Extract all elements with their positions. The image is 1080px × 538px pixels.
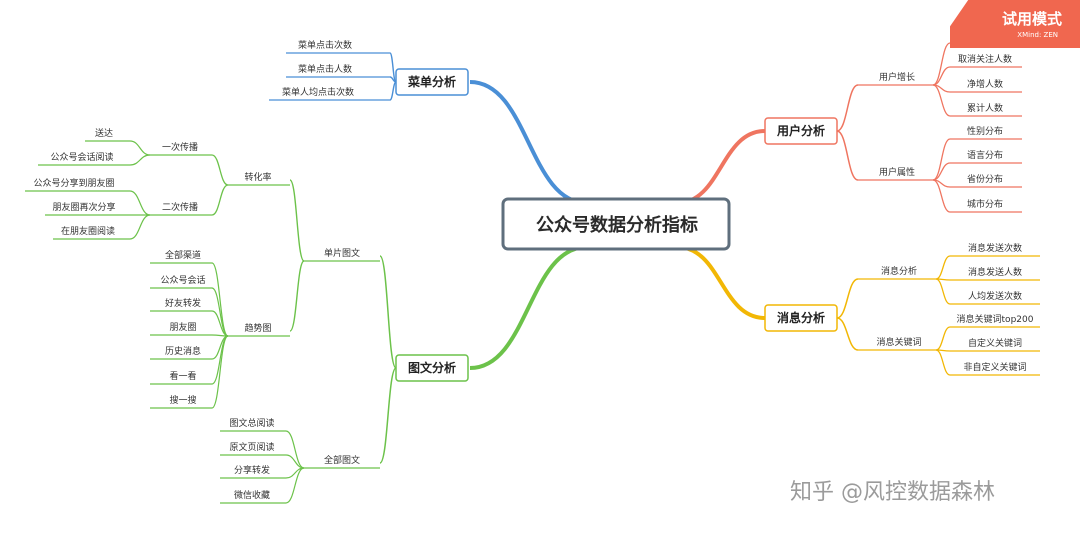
menu-branch[interactable]: 菜单分析 [395,68,469,96]
trend-item[interactable]: 朋友圈 [169,321,196,333]
connector-line [211,310,229,337]
message-group[interactable]: 消息分析 [881,265,917,277]
user-branch-label: 用户分析 [776,123,825,138]
article-branch[interactable]: 图文分析 [395,354,469,382]
connector-line [129,154,151,166]
connector-line [932,84,951,117]
connector-line [932,162,951,181]
connector-line [211,287,229,337]
article-single[interactable]: 单片图文 [324,247,360,259]
user-group[interactable]: 用户增长 [879,71,915,83]
trend-item[interactable]: 公众号会话 [160,274,205,286]
user-item[interactable]: 净增人数 [967,78,1003,90]
all-article-item[interactable]: 分享转发 [234,464,270,476]
connector-line [676,129,766,205]
connector-line [211,154,229,186]
connector-line [836,317,859,351]
trend-item[interactable]: 全部渠道 [165,249,201,261]
trend-item[interactable]: 好友转发 [165,297,201,309]
connector-line [836,130,859,181]
message-branch[interactable]: 消息分析 [764,304,838,332]
propagation-item[interactable]: 在朋友圈阅读 [61,225,115,237]
user-item[interactable]: 累计人数 [967,102,1003,114]
all-article-item[interactable]: 微信收藏 [234,489,270,501]
trend-item[interactable]: 看一看 [169,370,196,382]
message-item[interactable]: 非自定义关键词 [963,361,1026,373]
connector-line [289,179,305,262]
menu-item[interactable]: 菜单点击人数 [298,63,352,75]
user-item[interactable]: 取消关注人数 [958,53,1012,65]
message-item[interactable]: 消息关键词top200 [957,313,1034,325]
propagation-item[interactable]: 公众号分享到朋友圈 [33,177,114,189]
root-node[interactable]: 公众号数据分析指标 [501,197,731,251]
user-group[interactable]: 用户属性 [879,166,915,178]
article-all[interactable]: 全部图文 [324,454,360,466]
article-branch-label: 图文分析 [408,360,456,375]
user-item[interactable]: 省份分布 [967,173,1003,185]
connector-line [389,81,397,101]
root-box [501,197,731,251]
conversion-node[interactable]: 转化率 [244,171,271,183]
menu-item[interactable]: 菜单点击次数 [298,39,352,51]
connector-line [935,278,951,305]
connector-line [469,80,588,205]
message-branch-box [764,304,838,332]
connector-line [836,278,859,319]
connector-line [932,179,951,213]
connector-line [469,245,588,370]
connector-line [935,326,951,351]
trial-mode-title: 试用模式 [1001,10,1062,28]
connector-line [211,184,229,216]
message-group[interactable]: 消息关键词 [876,336,921,348]
connector-line [379,255,397,369]
connector-line [932,66,951,86]
message-branch-label: 消息分析 [777,310,825,325]
menu-branch-label: 菜单分析 [407,74,456,89]
connector-line [129,190,151,216]
connector-line [285,467,305,504]
all-article-item[interactable]: 原文页阅读 [229,441,274,453]
user-item[interactable]: 城市分布 [967,198,1003,210]
message-item[interactable]: 人均发送次数 [968,290,1022,302]
connector-line [211,335,229,409]
trend-item[interactable]: 历史消息 [165,345,201,357]
connector-line [129,214,151,240]
connector-line [932,42,951,86]
propagation-group[interactable]: 一次传播 [162,141,198,153]
message-item[interactable]: 消息发送次数 [968,242,1022,254]
propagation-item[interactable]: 送达 [95,127,113,139]
connector-line [836,84,859,132]
connector-line [285,454,305,469]
message-item[interactable]: 自定义关键词 [968,337,1022,349]
all-article-item[interactable]: 图文总阅读 [229,417,274,429]
user-branch-box [764,117,838,145]
trend-node[interactable]: 趋势图 [244,322,271,334]
connector-line [676,245,766,320]
user-item[interactable]: 性别分布 [967,125,1003,137]
trend-item[interactable]: 搜一搜 [169,394,196,406]
menu-branch-box [395,68,469,96]
propagation-group[interactable]: 二次传播 [162,201,198,213]
article-branch-box [395,354,469,382]
connector-line [932,138,951,181]
connector-line [935,255,951,280]
root-label: 公众号数据分析指标 [536,214,698,236]
menu-item[interactable]: 菜单人均点击次数 [282,86,354,98]
watermark: 知乎 @风控数据森林 [790,480,995,505]
trial-mode-subtitle: XMind: ZEN [1017,31,1058,39]
user-item[interactable]: 语言分布 [967,149,1003,161]
connector-line [289,260,305,332]
connector-line [285,430,305,469]
connector-line [935,349,951,376]
propagation-item[interactable]: 朋友圈再次分享 [52,201,115,213]
user-branch[interactable]: 用户分析 [764,117,838,145]
trial-mode-badge[interactable]: 试用模式 XMind: ZEN [950,0,1080,48]
message-item[interactable]: 消息发送人数 [968,266,1022,278]
propagation-item[interactable]: 公众号会话阅读 [50,151,113,163]
connector-line [379,367,397,464]
connector-line [129,140,151,156]
